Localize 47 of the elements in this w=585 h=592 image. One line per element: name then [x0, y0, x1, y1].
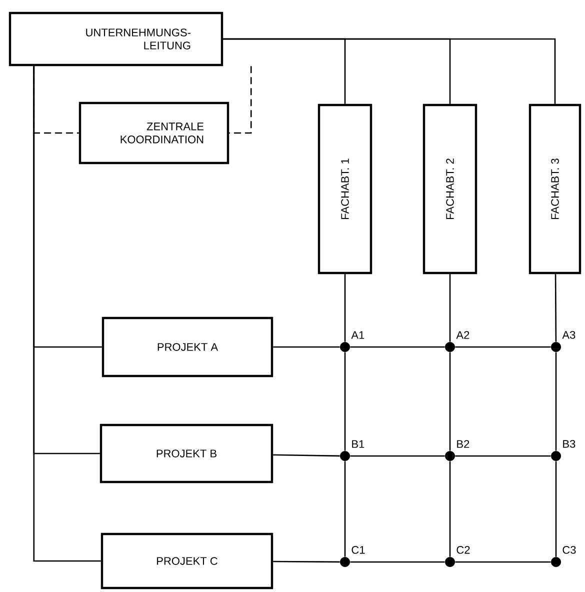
connector-line	[223, 38, 556, 104]
grid-label: A2	[456, 331, 470, 339]
grid-label: B1	[352, 440, 364, 448]
connector-line	[273, 560, 340, 563]
connector-line	[555, 352, 557, 451]
junction-dot	[445, 342, 455, 352]
connector-line	[455, 561, 551, 563]
junction-dot	[340, 451, 350, 461]
junction-dot	[445, 557, 455, 567]
junction-dot	[551, 451, 561, 461]
department-box: FACHABT. 2	[422, 104, 478, 274]
connector-line	[449, 461, 451, 557]
connector-line	[33, 66, 101, 562]
connector-line	[449, 274, 451, 342]
grid-label: B2	[457, 440, 470, 448]
coordination-box: ZENTRALE KOORDINATION	[78, 102, 230, 164]
connector-line	[229, 66, 252, 134]
management-box: UNTERNEHMUNGS- LEITUNG	[8, 12, 224, 66]
project-box: PROJEKT A	[102, 316, 274, 378]
connector-line	[350, 346, 445, 348]
grid-label: A1	[351, 331, 364, 339]
connector-line	[344, 461, 346, 557]
connector-line	[455, 455, 551, 457]
grid-label: C1	[352, 546, 365, 554]
junction-dot	[340, 557, 350, 567]
connector-line	[344, 274, 346, 342]
connector-line	[350, 561, 445, 563]
connector-line	[344, 352, 346, 451]
connector-line	[455, 346, 551, 348]
connector-line	[273, 346, 340, 348]
junction-dot	[340, 342, 350, 352]
department-box: FACHABT. 1	[318, 104, 372, 274]
project-box: PROJEKT B	[100, 424, 274, 484]
junction-dot	[551, 557, 561, 567]
grid-label: C2	[456, 546, 470, 554]
grid-label: A3	[562, 331, 576, 339]
junction-dot	[445, 451, 455, 461]
connector-line	[555, 461, 557, 557]
connector-line	[350, 455, 445, 457]
department-box: FACHABT. 3	[528, 104, 582, 274]
junction-dot	[551, 342, 561, 352]
connector-line	[554, 274, 557, 342]
project-box: PROJEKT C	[100, 532, 274, 590]
connector-line	[273, 454, 340, 457]
grid-label: B3	[563, 440, 576, 448]
grid-label: C3	[562, 546, 576, 554]
connector-line	[449, 352, 451, 451]
